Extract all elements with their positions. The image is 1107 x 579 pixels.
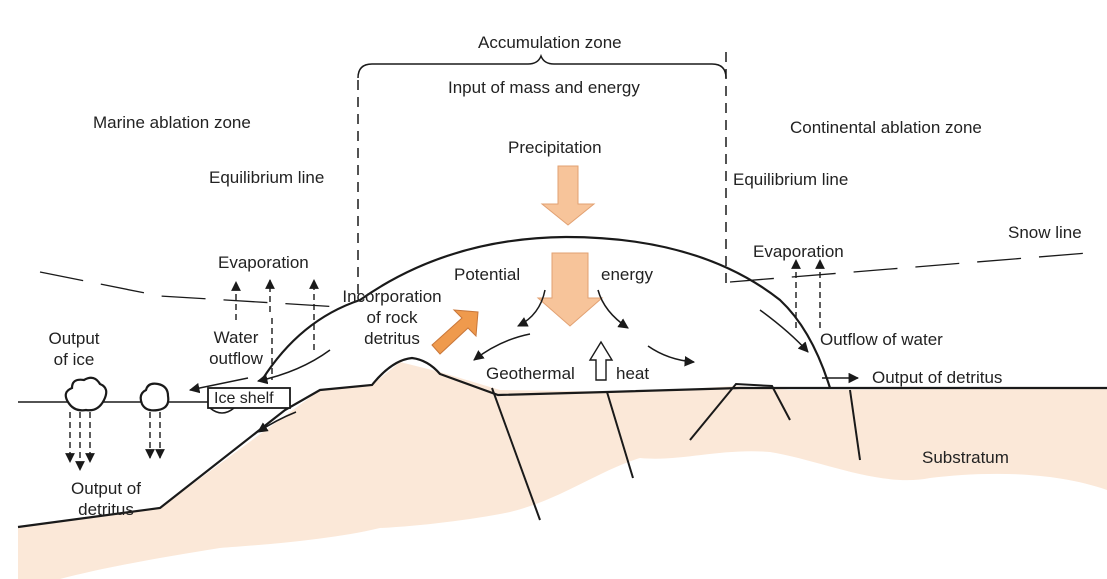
flow-arrow-4: [647, 345, 696, 367]
flow-arrow-2: [597, 289, 629, 329]
output-of-detritus-left-line-1: Output of: [71, 479, 141, 498]
incorporation-line-2: of rock: [366, 308, 418, 327]
snow-line-label: Snow line: [1008, 223, 1082, 242]
water-outflow-line-1: Water: [213, 328, 259, 347]
marine-ablation-zone-label: Marine ablation zone: [93, 113, 251, 132]
ice-shelf-wave: [209, 407, 235, 414]
substratum-upper-band: [420, 372, 1107, 470]
water-outflow-line-2: outflow: [209, 349, 263, 368]
equilibrium-line-left-label: Equilibrium line: [209, 168, 325, 187]
input-mass-energy-label: Input of mass and energy: [448, 78, 640, 97]
potential-energy-arrow: [536, 252, 604, 327]
bedrock-profile: [17, 356, 1107, 529]
ice-shelf-label: Ice shelf: [214, 390, 274, 407]
heat-label: heat: [616, 364, 650, 383]
output-of-ice-line-2: of ice: [53, 350, 95, 369]
fault-2: [606, 391, 634, 479]
energy-label: energy: [601, 265, 653, 284]
evaporation-left-label: Evaporation: [218, 253, 309, 272]
equilibrium-line-right-label: Equilibrium line: [733, 170, 849, 189]
water-outflow-arrow: [188, 377, 249, 394]
incorporation-label: Incorporation of rock detritus: [326, 286, 458, 349]
water-outflow-label: Water outflow: [196, 327, 276, 369]
incorporation-line-1: Incorporation: [342, 287, 442, 306]
continental-ablation-zone-label: Continental ablation zone: [790, 118, 982, 137]
fault-3: [849, 389, 861, 461]
output-of-ice-line-1: Output: [48, 329, 100, 348]
potential-label: Potential: [454, 265, 521, 284]
flow-arrow-3: [473, 333, 531, 361]
flow-arrow-6: [256, 349, 331, 385]
fault-1: [491, 387, 541, 521]
geothermal-heat-arrow: [588, 340, 614, 381]
iceberg-2: [139, 382, 170, 412]
accumulation-zone-label: Accumulation zone: [478, 33, 622, 52]
flow-arrow-7: [257, 411, 297, 433]
glacier-surface: [261, 235, 832, 389]
rock-detritus-arrow: [431, 309, 479, 355]
ice-shelf-box: [207, 387, 291, 409]
outflow-of-water-label: Outflow of water: [820, 330, 943, 349]
snow-line-left: [39, 271, 341, 308]
precipitation-arrow: [540, 165, 596, 226]
output-of-detritus-left-line-2: detritus: [78, 500, 134, 519]
incorporation-line-3: detritus: [364, 329, 420, 348]
precipitation-label: Precipitation: [508, 138, 602, 157]
substratum-label: Substratum: [922, 448, 1009, 467]
flow-arrow-5: [759, 309, 809, 353]
output-of-detritus-right-label: Output of detritus: [872, 368, 1003, 387]
horst-block: [689, 382, 791, 441]
flow-arrow-1: [517, 289, 546, 327]
accumulation-brace: [357, 53, 727, 79]
iceberg-1: [64, 376, 108, 412]
evaporation-right-label: Evaporation: [753, 242, 844, 261]
output-of-ice-label: Output of ice: [34, 328, 114, 370]
geothermal-label: Geothermal: [486, 364, 575, 383]
output-of-detritus-left-label: Output of detritus: [56, 478, 156, 520]
